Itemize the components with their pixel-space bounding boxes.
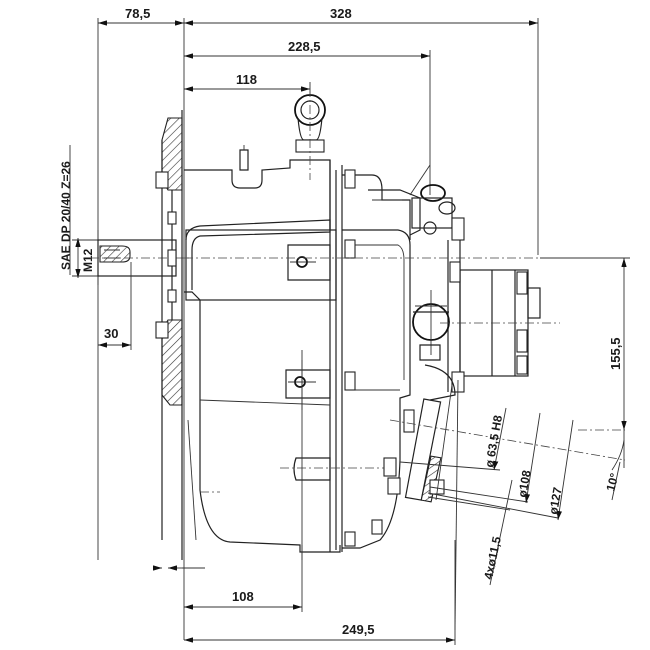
bottom-dimensions: 108 249,5 [153,540,456,645]
gearbox-housing [155,88,560,560]
dim-30: 30 [104,326,118,341]
dim-bore: ø 63,5 H8 [482,414,505,469]
dim-108: 108 [232,589,254,604]
dim-78-5: 78,5 [125,6,150,21]
dim-angle: 10° [603,471,621,492]
dim-328: 328 [330,6,352,21]
dim-pcd: ø108 [515,469,534,499]
top-dimensions: 78,5 328 228,5 118 [97,6,539,640]
dim-249-5: 249,5 [342,622,375,637]
dim-outer: ø127 [546,486,565,516]
dim-holes: 4xø11,5 [481,535,504,581]
right-dimensions: 155,5 10° [540,257,630,501]
dim-155-5: 155,5 [608,337,623,370]
dim-118: 118 [236,72,257,87]
output-flange: ø 63,5 H8 ø108 ø127 4xø11,5 [389,379,626,631]
input-flange-label: SAE DP 20/40 Z=26 [59,161,73,270]
dim-228-5: 228,5 [288,39,321,54]
thread-label: M12 [81,248,95,272]
